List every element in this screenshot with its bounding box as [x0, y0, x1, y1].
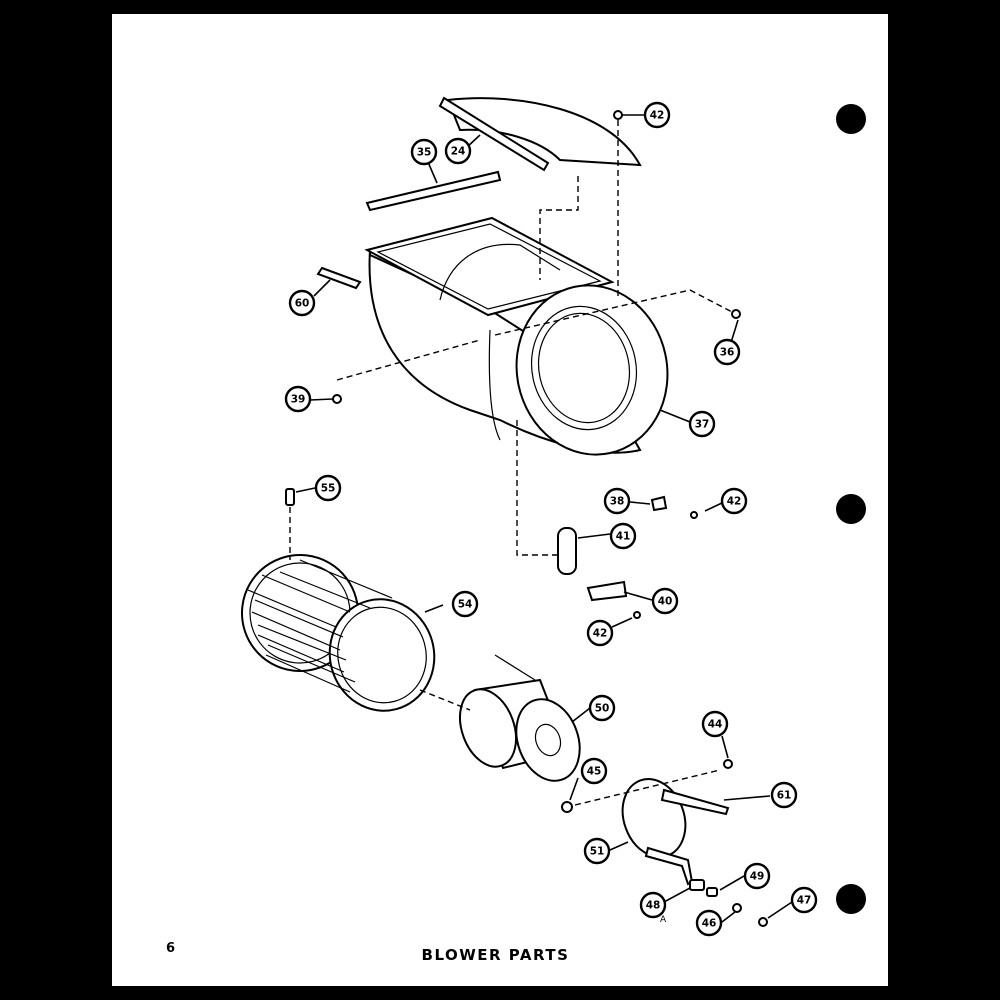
assembly-lines: [289, 120, 735, 806]
blower-wheel-part: [241, 554, 436, 712]
callout-circle: [643, 101, 671, 129]
callout-circle: [444, 137, 472, 165]
binder-hole-top: [836, 104, 866, 134]
top-strip-part: [365, 170, 502, 212]
callout-label: 24: [451, 146, 466, 158]
callout-group: 42 24 35 60 36 39 37 55 38 42 41 40 42 54 50 44 45 61 51 49…: [284, 101, 818, 937]
callout-label: 42: [593, 628, 608, 640]
callout-c51: 51: [583, 837, 611, 865]
callout-circle: [688, 410, 716, 438]
callout-c54: 54: [451, 590, 479, 618]
callout-suffix-mark: A: [660, 915, 667, 925]
callout-label: 42: [727, 496, 742, 508]
motor-part: [458, 654, 581, 782]
callout-circle: [580, 757, 608, 785]
callout-circle: [701, 710, 729, 738]
callout-circle: [743, 862, 771, 890]
callout-label: 48: [646, 900, 661, 912]
callout-label: 51: [590, 846, 605, 858]
callout-circle: [790, 886, 818, 914]
callout-label: 46: [702, 918, 717, 930]
callout-c61: 61: [770, 781, 798, 809]
callout-label: 39: [291, 394, 306, 406]
callout-circle: [586, 619, 614, 647]
callout-circle: [284, 385, 312, 413]
callout-c37: 37: [688, 410, 716, 438]
cover-plate-part: [438, 96, 642, 172]
callout-circle: [583, 837, 611, 865]
motor-mount-ring-part: [621, 778, 730, 886]
callout-label: 35: [417, 147, 432, 159]
callout-label: 47: [797, 895, 812, 907]
callout-c50: 50: [588, 694, 616, 722]
callout-label: 37: [695, 419, 710, 431]
callout-circle: [713, 338, 741, 366]
callout-circle: [639, 891, 667, 919]
callout-label: 38: [610, 496, 625, 508]
callout-c44: 44: [701, 710, 729, 738]
callout-c55: 55: [314, 474, 342, 502]
callout-c41: 41: [609, 522, 637, 550]
callout-circle: [770, 781, 798, 809]
small-bracket-part: [316, 266, 362, 290]
callout-c49: 49: [743, 862, 771, 890]
callout-circle: [410, 138, 438, 166]
page-title: BLOWER PARTS: [421, 946, 570, 964]
callout-c48: 48: [639, 891, 667, 919]
callout-c36: 36: [713, 338, 741, 366]
callout-circle: [651, 587, 679, 615]
callout-label: 55: [321, 483, 336, 495]
callout-label: 61: [777, 790, 792, 802]
callout-c42b: 42: [720, 487, 748, 515]
leader-lines: [295, 114, 793, 923]
callout-label: 54: [458, 599, 473, 611]
callout-circle: [603, 487, 631, 515]
callout-c60: 60: [288, 289, 316, 317]
capacitor-part: [557, 527, 577, 575]
callout-circle: [609, 522, 637, 550]
callout-label: 49: [750, 871, 765, 883]
callout-circle: [588, 694, 616, 722]
callout-circle: [720, 487, 748, 515]
binder-hole-bottom: [836, 884, 866, 914]
callout-circle: [695, 909, 723, 937]
callout-c40: 40: [651, 587, 679, 615]
page-number: 6: [166, 941, 176, 956]
callout-c46: 46: [695, 909, 723, 937]
callout-c38: 38: [603, 487, 631, 515]
callout-label: 41: [616, 531, 631, 543]
callout-c42c: 42: [586, 619, 614, 647]
callout-label: 60: [295, 298, 310, 310]
callout-label: 36: [720, 347, 735, 359]
capacitor-strap-part: [586, 580, 628, 602]
callout-label: 44: [708, 719, 723, 731]
callout-c45: 45: [580, 757, 608, 785]
callout-c35: 35: [410, 138, 438, 166]
callout-c42a: 42: [643, 101, 671, 129]
callout-label: 42: [650, 110, 665, 122]
callout-circle: [288, 289, 316, 317]
callout-circle: [314, 474, 342, 502]
callout-c47: 47: [790, 886, 818, 914]
callout-label: 45: [587, 766, 602, 778]
binder-hole-middle: [836, 494, 866, 524]
clip-part: [650, 495, 668, 512]
set-screw-part: [285, 488, 295, 506]
callout-label: 40: [658, 596, 673, 608]
callout-label: 50: [595, 703, 610, 715]
callout-circle: [451, 590, 479, 618]
blower-housing-part: [364, 216, 669, 456]
callout-c24: 24: [444, 137, 472, 165]
callout-c39: 39: [284, 385, 312, 413]
